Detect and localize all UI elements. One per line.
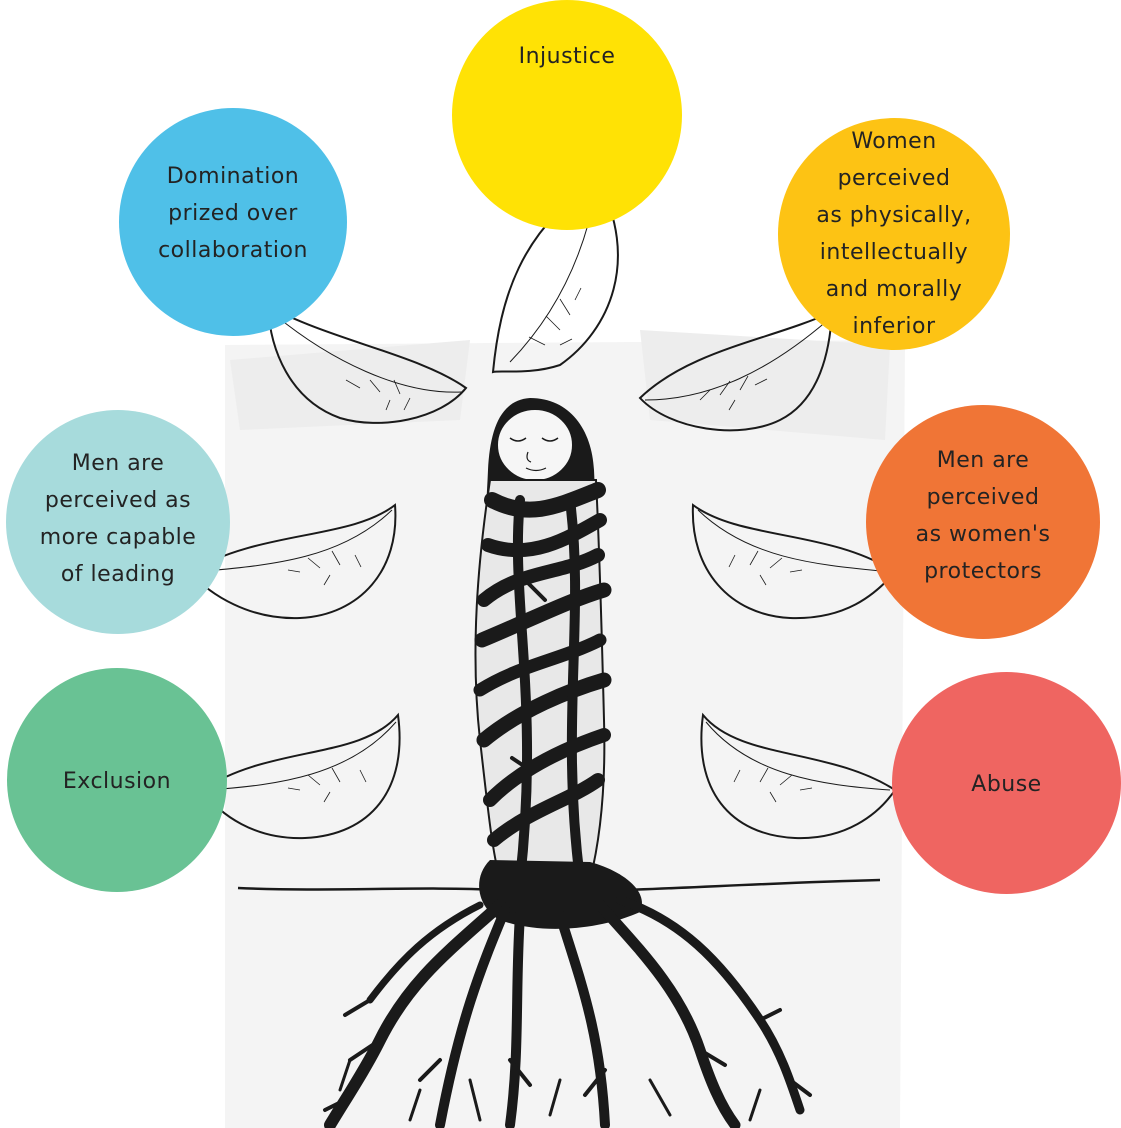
node-domination-line: Domination (166, 163, 300, 189)
node-women-inferior-label: Women perceived as physically, intellect… (816, 123, 971, 345)
node-men-leading-line: of leading (60, 562, 176, 587)
node-injustice: Injustice (452, 0, 682, 230)
leaf-upper-left (266, 304, 468, 424)
node-exclusion: Exclusion (7, 668, 227, 892)
node-women-inferior-line: perceived (837, 166, 951, 191)
node-men-protectors-line: Men are (936, 448, 1030, 473)
node-men-leading-line: Men are (71, 451, 165, 476)
node-women-inferior-line: intellectually (819, 240, 969, 265)
node-injustice-line: Injustice (518, 43, 616, 69)
leaf-lower-right (700, 712, 897, 840)
leaf-mid-right (691, 503, 897, 620)
node-injustice-label: Injustice (519, 38, 616, 75)
node-men-protectors-line: perceived (926, 485, 1040, 510)
node-exclusion-label: Exclusion (63, 763, 171, 800)
node-domination-line: prized over (168, 200, 298, 226)
leaves (188, 178, 897, 840)
node-women-inferior-line: Women (851, 129, 937, 154)
node-exclusion-line: Exclusion (62, 769, 172, 794)
node-men-leading: Men are perceived as more capable of lea… (6, 410, 230, 634)
leaf-upper-right (638, 310, 834, 432)
node-men-protectors-line: as women's (915, 522, 1051, 547)
wrapping-branches (473, 482, 612, 885)
node-domination: Domination prized over collaboration (119, 108, 347, 336)
node-women-inferior-line: as physically, (816, 203, 972, 228)
node-domination-line: collaboration (158, 237, 308, 263)
node-abuse: Abuse (892, 672, 1121, 894)
node-men-protectors-label: Men are perceived as women's protectors (916, 442, 1051, 590)
node-men-leading-label: Men are perceived as more capable of lea… (40, 445, 197, 593)
node-women-inferior: Women perceived as physically, intellect… (778, 118, 1010, 350)
node-domination-label: Domination prized over collaboration (158, 158, 308, 269)
node-women-inferior-line: inferior (852, 314, 936, 339)
leaf-lower-left (200, 712, 401, 840)
node-abuse-line: Abuse (971, 771, 1042, 797)
leaf-mid-left (188, 503, 397, 620)
node-men-protectors-line: protectors (924, 559, 1042, 584)
node-men-leading-line: perceived as (44, 488, 192, 513)
node-men-leading-line: more capable (39, 525, 197, 550)
node-men-protectors: Men are perceived as women's protectors (866, 405, 1100, 639)
woman-figure (473, 398, 642, 929)
node-women-inferior-line: and morally (825, 277, 963, 302)
node-abuse-label: Abuse (971, 766, 1041, 803)
roots (323, 895, 812, 1128)
